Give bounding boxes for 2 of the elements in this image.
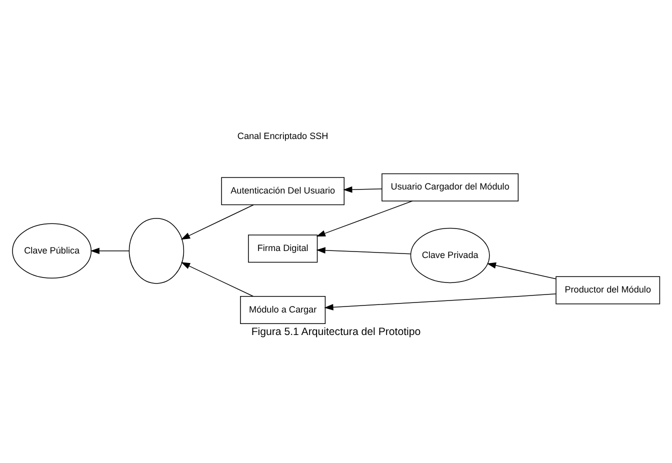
caption: Figura 5.1 Arquitectura del Prototipo — [251, 326, 421, 338]
label: Canal Encriptado SSH — [237, 130, 328, 140]
